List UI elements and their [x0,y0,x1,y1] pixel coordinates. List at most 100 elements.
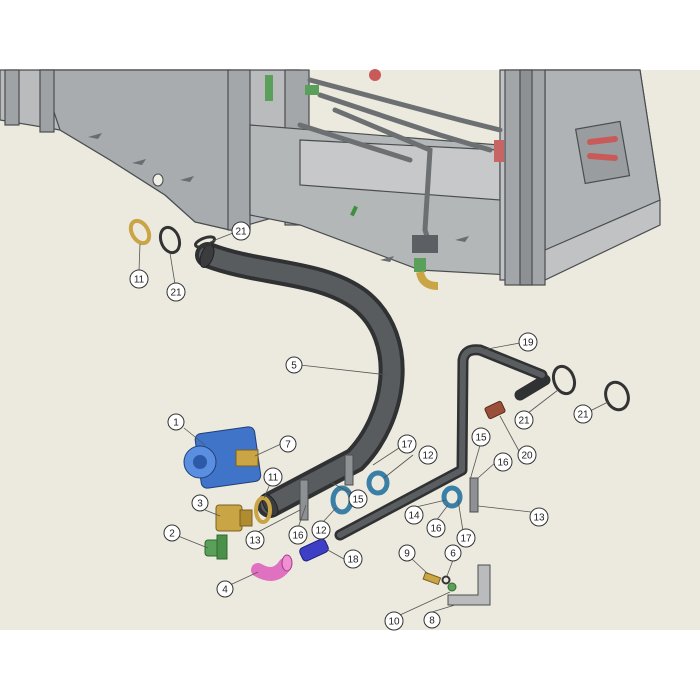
callout-6: 6 [444,544,462,562]
callout-12-a: 12 [311,520,331,540]
leader-5 [299,364,389,376]
callout-14: 14 [404,505,424,525]
slot-5 [455,236,469,242]
pipe-run-a [307,77,503,133]
svg-text:7: 7 [285,440,291,451]
leader-7 [254,443,282,457]
svg-text:8: 8 [429,616,435,627]
svg-text:16: 16 [292,531,304,542]
callout-13-a: 13 [245,530,265,550]
leader-8 [431,604,456,613]
callout-leaders [138,232,609,616]
frame-left-post [4,69,20,126]
pipe-run-b [317,92,493,153]
ring-21-top-left [158,225,182,255]
leader-13a [255,509,301,534]
svg-text:20: 20 [521,451,533,462]
callout-18: 18 [343,549,363,569]
bracket-8 [447,564,491,606]
fitting-red-b [494,140,504,162]
slot-4 [380,256,394,262]
washer-6 [441,575,451,585]
leader-1 [183,427,206,446]
inspection-panel [574,120,631,185]
callouts: 1 2 3 4 5 6 7 8 9 10 11 11 12 12 13 13 1… [129,221,593,631]
callout-21-a: 21 [166,282,186,302]
leader-16b [435,504,449,522]
mount-center [344,454,354,486]
svg-text:16: 16 [497,458,509,469]
svg-text:13: 13 [249,536,261,547]
leader-15b [469,441,482,481]
callout-1: 1 [167,413,185,431]
return-pipe [334,344,551,541]
callout-15-b: 15 [471,427,491,447]
callout-3: 3 [191,494,209,512]
leader-2 [177,535,209,549]
leader-11b [263,483,271,499]
callout-16-b: 16 [426,518,446,538]
fitting-red-a [369,69,381,81]
callout-21-b: 21 [231,221,251,241]
svg-text:21: 21 [518,416,530,427]
clamp-12-b [366,470,390,496]
clamp-14 [441,485,463,509]
fitting-green-b [305,85,319,95]
callout-7: 7 [279,435,297,453]
fittings [204,504,329,581]
svg-text:15: 15 [352,495,364,506]
leader-10 [399,591,451,616]
callout-21-d: 21 [573,404,593,424]
callout-12-b: 12 [418,445,438,465]
frame-post-a [39,69,55,133]
frame-right-upright [519,69,533,286]
svg-text:10: 10 [388,617,400,628]
leader-20 [499,415,520,452]
svg-text:16: 16 [430,524,442,535]
svg-text:6: 6 [450,549,456,560]
pump [183,426,262,489]
callout-20: 20 [517,445,537,465]
leader-4 [229,571,259,586]
leader-11a [138,243,141,272]
svg-text:11: 11 [268,473,279,484]
slot-2 [132,159,146,165]
fitting-green-a [265,75,273,101]
svg-text:4: 4 [222,585,228,596]
svg-text:19: 19 [522,338,534,349]
leader-12a [321,507,337,524]
callout-13-b: 13 [529,507,549,527]
leader-17a [372,447,400,466]
callout-21-c: 21 [514,410,534,430]
leader-12b [383,454,414,479]
valve-fitting-green [414,258,426,272]
svg-text:9: 9 [404,549,410,560]
tank-frame [0,69,661,286]
callout-2: 2 [163,524,181,542]
svg-text:14: 14 [408,511,420,522]
svg-text:21: 21 [170,288,182,299]
pump-inlet-core [193,455,207,469]
svg-text:21: 21 [577,410,589,421]
valve-elbow [416,271,439,290]
sealing-rings [158,225,630,412]
leader-21a [169,252,176,285]
svg-text:3: 3 [197,499,203,510]
leader-17b [457,499,464,532]
clamp-11-bottom [254,496,272,524]
frame-hole [152,173,164,187]
svg-text:11: 11 [134,275,145,286]
small-parts [299,400,506,606]
leader-16c [477,461,497,479]
slot-3 [180,176,194,182]
callout-4: 4 [216,580,234,598]
leader-18 [325,548,345,560]
callout-19: 19 [518,332,538,352]
ring-21-top [194,235,216,249]
bolt-9 [422,571,442,586]
right-panel-fittings [587,136,618,161]
fitting-2-nut [216,534,228,560]
svg-text:12: 12 [315,526,327,537]
leader-14 [415,499,447,508]
